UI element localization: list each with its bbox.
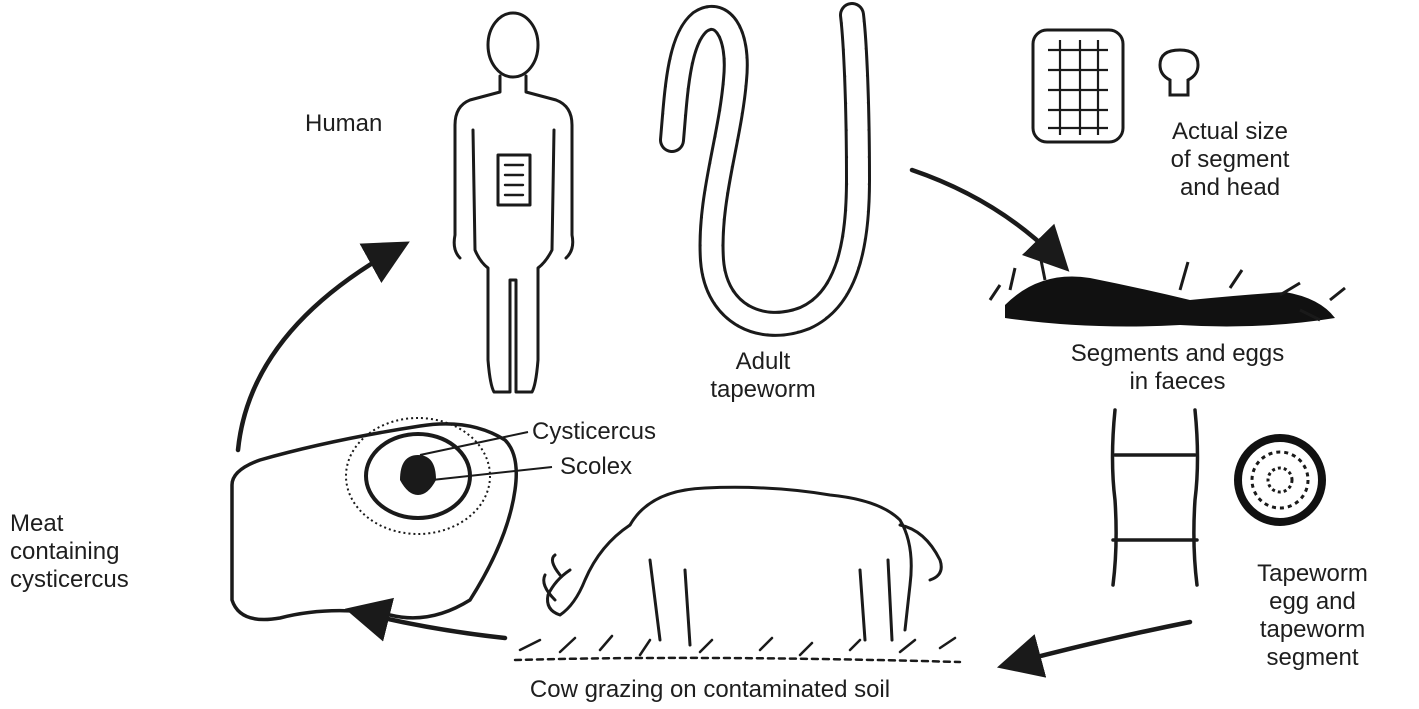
label-meat-line-1: Meat — [10, 510, 129, 538]
label-tapeworm-egg-line-4: segment — [1220, 644, 1405, 672]
label-actual-size-line-3: and head — [1130, 174, 1330, 202]
cow-grazing — [544, 487, 942, 645]
label-actual-size-line-1: Actual size — [1130, 118, 1330, 146]
label-tapeworm-egg-line-2: egg and — [1220, 588, 1405, 616]
label-scolex: Scolex — [560, 453, 632, 481]
tapeworm-egg — [1238, 438, 1322, 522]
label-segments-eggs-line-2: in faeces — [1010, 368, 1345, 396]
label-cysticercus: Cysticercus — [532, 418, 656, 446]
label-adult-tapeworm-line-2: tapeworm — [668, 376, 858, 404]
tapeworm-segment-chain — [1113, 410, 1198, 585]
label-actual-size-line-2: of segment — [1130, 146, 1330, 174]
label-adult-tapeworm: Adult tapeworm — [668, 348, 858, 404]
label-actual-size: Actual size of segment and head — [1130, 118, 1330, 202]
label-meat-line-2: containing — [10, 538, 129, 566]
label-tapeworm-egg-line-1: Tapeworm — [1220, 560, 1405, 588]
label-meat: Meat containing cysticercus — [10, 510, 129, 594]
label-human: Human — [305, 110, 382, 138]
label-cow-grazing: Cow grazing on contaminated soil — [420, 676, 1000, 704]
label-tapeworm-egg-line-3: tapeworm — [1220, 616, 1405, 644]
label-segments-eggs-line-1: Segments and eggs — [1010, 340, 1345, 368]
meat-with-cysticercus — [232, 418, 516, 620]
label-tapeworm-egg: Tapeworm egg and tapeworm segment — [1220, 560, 1405, 672]
label-adult-tapeworm-line-1: Adult — [668, 348, 858, 376]
label-segments-eggs: Segments and eggs in faeces — [1010, 340, 1345, 396]
faeces-with-segments — [990, 255, 1345, 326]
human-figure — [454, 13, 573, 392]
label-meat-line-3: cysticercus — [10, 566, 129, 594]
adult-tapeworm — [672, 15, 858, 324]
